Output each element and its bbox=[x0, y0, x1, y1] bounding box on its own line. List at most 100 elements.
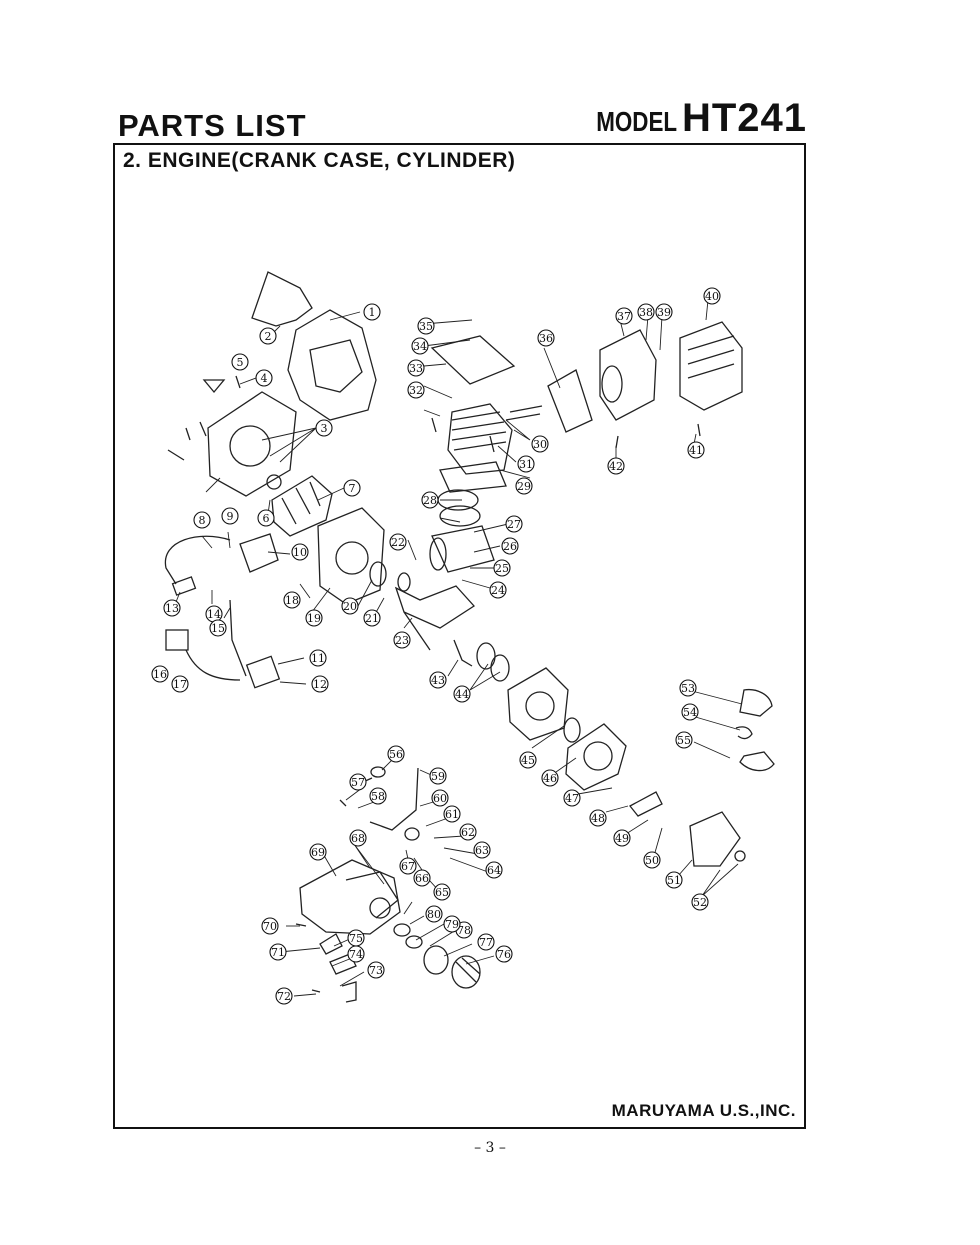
callout-78: 78 bbox=[455, 921, 473, 939]
callout-number: 8 bbox=[199, 514, 206, 527]
callout-circle bbox=[387, 745, 405, 763]
callout-62: 62 bbox=[459, 823, 477, 841]
callout-number: 55 bbox=[677, 734, 691, 747]
callout-circle bbox=[231, 353, 249, 371]
callout-20: 20 bbox=[341, 597, 359, 615]
callout-number: 19 bbox=[307, 612, 321, 625]
callout-number: 46 bbox=[543, 772, 557, 785]
callout-75: 75 bbox=[347, 929, 365, 947]
callout-33: 33 bbox=[407, 359, 425, 377]
callout-56: 56 bbox=[387, 745, 405, 763]
callout-number: 58 bbox=[371, 790, 385, 803]
callout-number: 41 bbox=[689, 444, 703, 457]
callout-9: 9 bbox=[221, 507, 239, 525]
callout-circle bbox=[643, 851, 661, 869]
callout-47: 47 bbox=[563, 789, 581, 807]
callout-4: 4 bbox=[255, 369, 273, 387]
callout-circle bbox=[393, 631, 411, 649]
switch-part bbox=[245, 655, 281, 689]
callout-number: 2 bbox=[265, 330, 272, 343]
callout-number: 15 bbox=[211, 622, 225, 635]
callout-52: 52 bbox=[691, 893, 709, 911]
section-title: 2. ENGINE(CRANK CASE, CYLINDER) bbox=[123, 149, 516, 172]
callout-circle bbox=[691, 893, 709, 911]
callout-circle bbox=[347, 929, 365, 947]
callout-number: 64 bbox=[487, 864, 501, 877]
callout-circle bbox=[257, 509, 275, 527]
callout-32: 32 bbox=[407, 381, 425, 399]
page-title: PARTS LIST bbox=[118, 108, 307, 143]
callout-circle bbox=[171, 675, 189, 693]
callout-circle bbox=[459, 823, 477, 841]
callout-number: 47 bbox=[565, 792, 579, 805]
callout-36: 36 bbox=[537, 329, 555, 347]
callout-number: 36 bbox=[539, 332, 553, 345]
gear-case bbox=[299, 859, 401, 935]
engine-part-sketches bbox=[164, 271, 775, 1003]
callout-74: 74 bbox=[347, 945, 365, 963]
callout-circle bbox=[655, 303, 673, 321]
callout-8: 8 bbox=[193, 511, 211, 529]
callout-17: 17 bbox=[171, 675, 189, 693]
callout-number: 35 bbox=[419, 320, 433, 333]
callout-30: 30 bbox=[531, 435, 549, 453]
callout-67: 67 bbox=[399, 857, 417, 875]
callout-68: 68 bbox=[349, 829, 367, 847]
callout-circle bbox=[429, 767, 447, 785]
callout-11: 11 bbox=[309, 649, 327, 667]
callout-circle bbox=[363, 303, 381, 321]
callout-number: 20 bbox=[343, 600, 357, 613]
callout-48: 48 bbox=[589, 809, 607, 827]
clutch-housing-46 bbox=[565, 723, 627, 791]
callout-65: 65 bbox=[433, 883, 451, 901]
clutch-shoe-53 bbox=[739, 688, 773, 717]
callout-circle bbox=[541, 769, 559, 787]
callout-55: 55 bbox=[675, 731, 693, 749]
callout-number: 7 bbox=[349, 482, 356, 495]
callout-63: 63 bbox=[473, 841, 491, 859]
callout-circle bbox=[681, 703, 699, 721]
callout-circle bbox=[537, 329, 555, 347]
callout-13: 13 bbox=[163, 599, 181, 617]
callout-number: 31 bbox=[519, 458, 533, 471]
callout-circle bbox=[363, 609, 381, 627]
callout-circle bbox=[679, 679, 697, 697]
callout-number: 61 bbox=[445, 808, 459, 821]
callout-number: 6 bbox=[263, 512, 270, 525]
callout-16: 16 bbox=[151, 665, 169, 683]
callout-61: 61 bbox=[443, 805, 461, 823]
callout-80: 80 bbox=[425, 905, 443, 923]
callout-number: 70 bbox=[263, 920, 277, 933]
callout-51: 51 bbox=[665, 871, 683, 889]
callout-25: 25 bbox=[493, 559, 511, 577]
callout-40: 40 bbox=[703, 287, 721, 305]
model-heading: MODEL HT241 bbox=[576, 96, 807, 141]
callout-circle bbox=[315, 419, 333, 437]
gasket-36 bbox=[547, 369, 593, 433]
callout-5: 5 bbox=[231, 353, 249, 371]
callout-number: 42 bbox=[609, 460, 623, 473]
callout-circle bbox=[309, 843, 327, 861]
callout-38: 38 bbox=[637, 303, 655, 321]
callout-circle bbox=[501, 537, 519, 555]
callout-circle bbox=[665, 871, 683, 889]
callout-number: 37 bbox=[617, 310, 631, 323]
callout-73: 73 bbox=[367, 961, 385, 979]
callout-circle bbox=[429, 671, 447, 689]
callout-23: 23 bbox=[393, 631, 411, 649]
callout-66: 66 bbox=[413, 869, 431, 887]
callout-number: 52 bbox=[693, 896, 707, 909]
callout-circle bbox=[443, 915, 461, 933]
callout-46: 46 bbox=[541, 769, 559, 787]
callout-number: 59 bbox=[431, 770, 445, 783]
clutch-part-51 bbox=[689, 811, 741, 867]
callout-21: 21 bbox=[363, 609, 381, 627]
callout-15: 15 bbox=[209, 619, 227, 637]
callout-circle bbox=[343, 479, 361, 497]
callout-circle bbox=[275, 987, 293, 1005]
callout-10: 10 bbox=[291, 543, 309, 561]
callout-59: 59 bbox=[429, 767, 447, 785]
bracket-part bbox=[251, 271, 313, 327]
callout-circle bbox=[607, 457, 625, 475]
